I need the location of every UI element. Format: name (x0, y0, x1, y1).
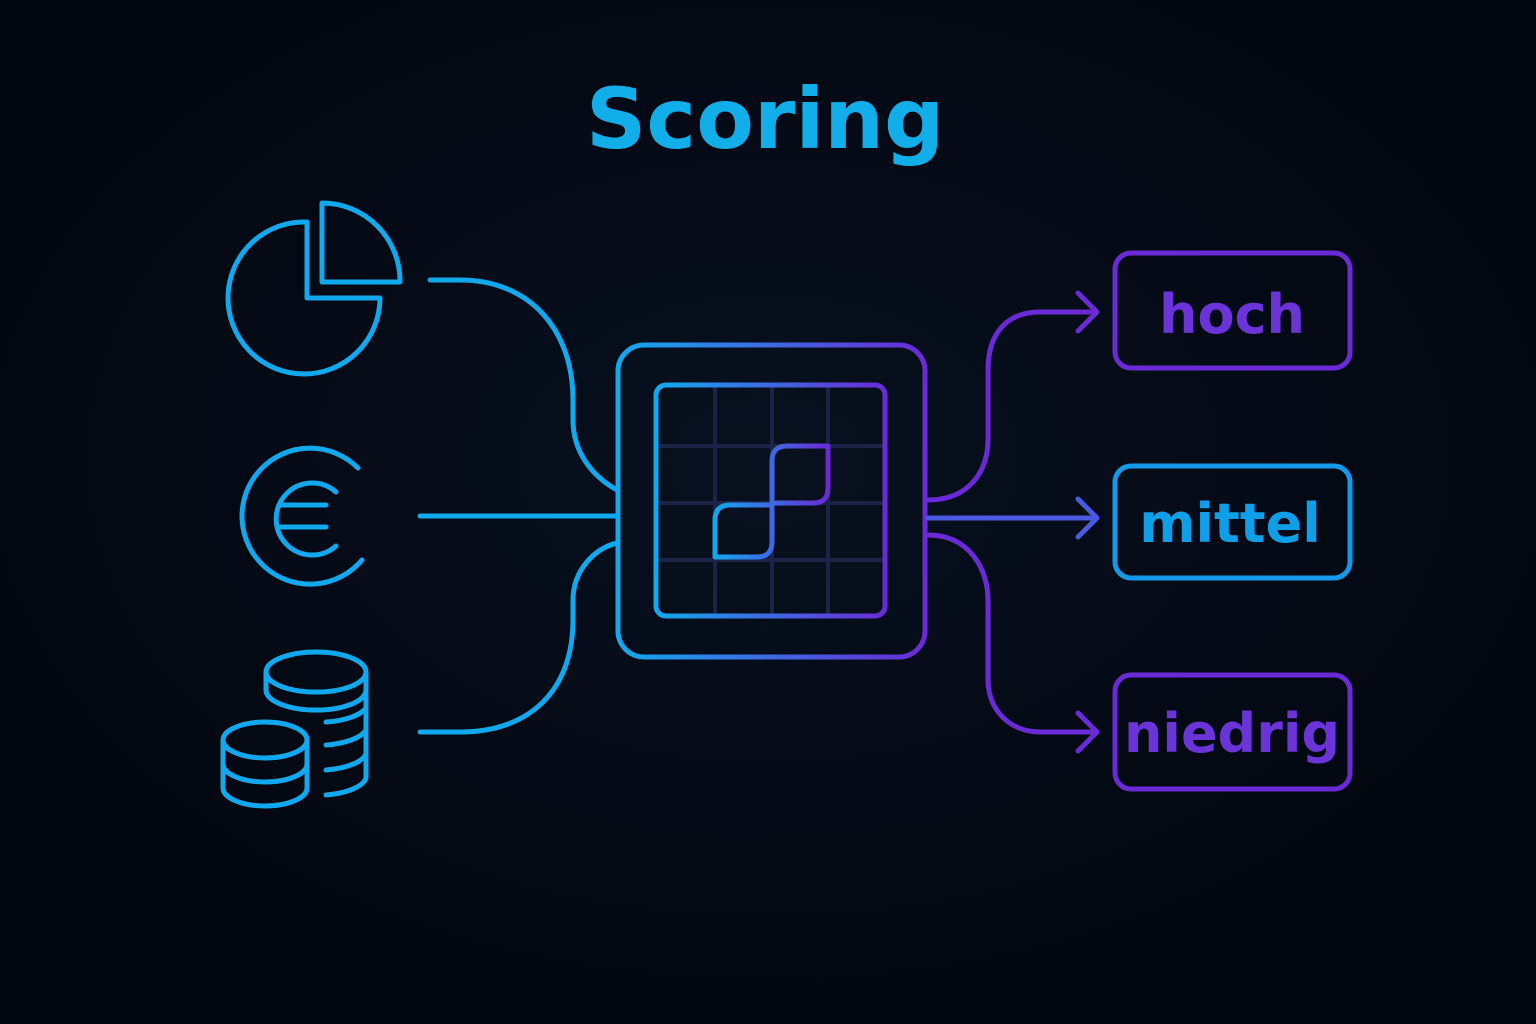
output-label-niedrig: niedrig (1124, 702, 1340, 765)
coins-icon (220, 649, 369, 809)
pie-chart-icon (225, 200, 403, 377)
output-connectors (925, 290, 1100, 754)
scoring-matrix-icon (615, 342, 928, 660)
input-connectors (417, 277, 620, 735)
output-hoch: hoch (1112, 250, 1353, 371)
output-mittel: mittel (1112, 463, 1353, 581)
output-label-hoch: hoch (1159, 283, 1305, 346)
output-niedrig: niedrig (1112, 672, 1353, 792)
euro-icon (239, 445, 365, 587)
diagram-title: Scoring (586, 70, 944, 168)
output-label-mittel: mittel (1139, 492, 1321, 555)
